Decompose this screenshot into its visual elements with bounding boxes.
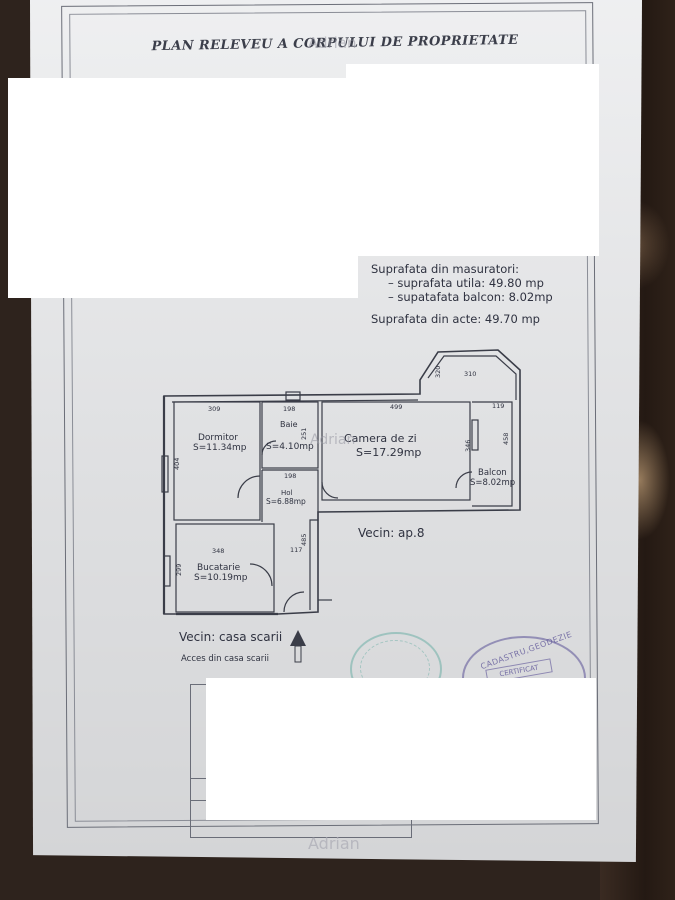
dim-309: 309 (208, 405, 220, 413)
measurements-heading: Suprafata din masuratori: (371, 262, 520, 276)
redacted-block-left (8, 78, 358, 298)
access-note: Acces din casa scarii (181, 654, 269, 664)
room-camera-name: Camera de zi (344, 432, 417, 445)
dim-119: 119 (492, 402, 504, 410)
room-camera-area: S=17.29mp (356, 446, 421, 459)
dim-404: 404 (173, 458, 181, 470)
dim-299: 299 (175, 564, 183, 576)
room-baie-name: Baie (280, 420, 298, 429)
dim-310: 310 (464, 370, 476, 378)
room-baie-area: S=4.10mp (266, 442, 314, 452)
dim-485: 485 (300, 534, 308, 546)
dim-346: 346 (464, 440, 472, 452)
room-dormitor-area: S=11.34mp (193, 443, 247, 453)
measurements-balcon: – supatafata balcon: 8.02mp (388, 290, 553, 304)
dim-198-top: 198 (283, 405, 295, 413)
room-bucatarie-name: Bucatarie (197, 563, 241, 573)
neighbor-casa-scarii: Vecin: casa scarii (179, 630, 283, 644)
dim-198-hol: 198 (284, 472, 296, 480)
room-balcon-area: S=8.02mp (470, 478, 515, 488)
measurements-utila: – suprafata utila: 49.80 mp (388, 276, 544, 290)
redacted-block-right (346, 64, 599, 256)
redacted-block-bottom (206, 678, 596, 820)
watermark-bottom: Adrian (308, 834, 360, 853)
dim-458: 458 (502, 433, 510, 445)
watermark-middle: Adrian (310, 432, 356, 448)
room-balcon-name: Balcon (478, 468, 507, 478)
room-dormitor-name: Dormitor (198, 433, 238, 443)
dim-499: 499 (390, 403, 402, 411)
neighbor-ap8: Vecin: ap.8 (358, 526, 425, 540)
entrance-arrow-icon (290, 630, 306, 663)
dim-117: 117 (290, 546, 302, 554)
room-bucatarie-area: S=10.19mp (194, 573, 248, 583)
watermark-top: Adrian (308, 34, 357, 52)
dim-348: 348 (212, 547, 224, 555)
dim-251: 251 (300, 428, 308, 440)
measurements-acte: Suprafata din acte: 49.70 mp (371, 312, 540, 326)
dim-320: 320 (434, 366, 442, 378)
room-hol-name: Hol (281, 489, 293, 497)
room-hol-area: S=6.88mp (266, 497, 306, 506)
